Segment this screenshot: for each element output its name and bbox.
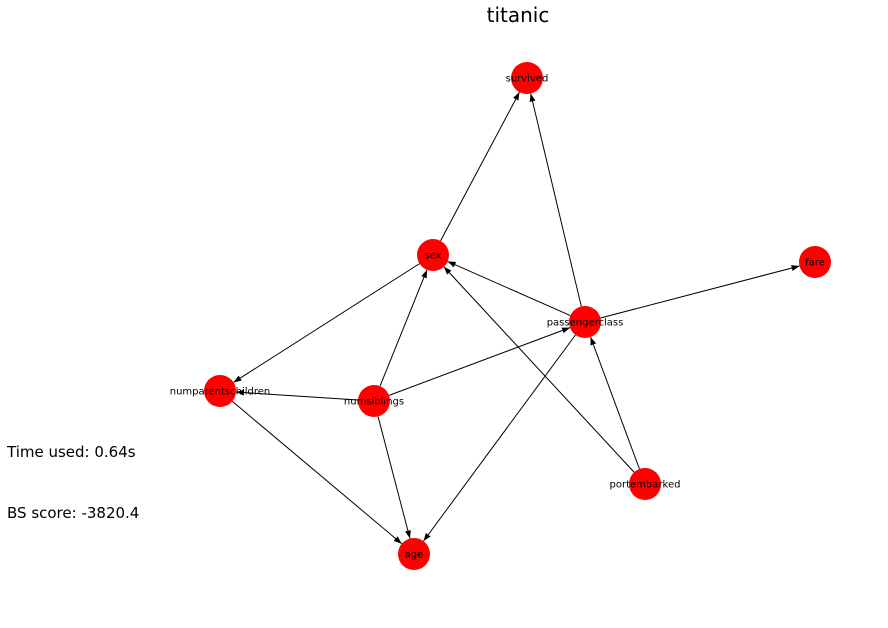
node-sex: sex	[417, 239, 449, 271]
edge-sex-to-survived	[440, 91, 520, 242]
edge-numsiblings-to-passengerclass	[388, 327, 571, 396]
edge-numsiblings-to-numparentschildren	[235, 389, 359, 401]
node-circle-numparentschildren	[204, 375, 236, 407]
edge-passengerclass-to-survived	[529, 93, 582, 307]
edge-numsiblings-to-sex	[379, 269, 428, 387]
node-circle-passengerclass	[569, 306, 601, 338]
edge-passengerclass-to-age	[423, 334, 576, 542]
nodes-layer: survived sex fare passengerclass numparentsc…	[170, 62, 831, 570]
node-portembarked: portembarked	[610, 468, 681, 500]
node-passengerclass: passengerclass	[547, 306, 624, 338]
edge-portembarked-to-sex	[443, 266, 635, 473]
node-circle-fare	[799, 246, 831, 278]
time-used-text: Time used: 0.64s	[6, 443, 136, 461]
node-label-numparentschildren: numparentschildren	[170, 387, 271, 398]
node-circle-portembarked	[629, 468, 661, 500]
node-numsiblings: numsiblings	[344, 385, 404, 417]
node-circle-survived	[511, 62, 543, 94]
node-circle-age	[398, 538, 430, 570]
edge-sex-to-numparentschildren	[233, 263, 420, 383]
graph-title: titanic	[487, 3, 550, 27]
edges-layer	[231, 91, 800, 545]
node-label-age: age	[405, 550, 424, 561]
edge-passengerclass-to-fare	[600, 265, 800, 319]
node-label-survived: survived	[506, 74, 549, 85]
node-label-numsiblings: numsiblings	[344, 397, 404, 408]
node-numparentschildren: numparentschildren	[170, 375, 271, 407]
edge-passengerclass-to-sex	[447, 260, 571, 317]
edge-portembarked-to-passengerclass	[590, 336, 640, 470]
node-circle-sex	[417, 239, 449, 271]
node-label-passengerclass: passengerclass	[547, 318, 624, 329]
node-circle-numsiblings	[358, 385, 390, 417]
bs-score-text: BS score: -3820.4	[7, 504, 139, 522]
node-label-portembarked: portembarked	[610, 480, 681, 491]
node-age: age	[398, 538, 430, 570]
node-label-sex: sex	[424, 251, 441, 262]
node-label-fare: fare	[805, 258, 825, 269]
node-survived: survived	[506, 62, 549, 94]
edge-numsiblings-to-age	[377, 416, 411, 539]
node-fare: fare	[799, 246, 831, 278]
edge-numparentschildren-to-age	[231, 400, 403, 545]
